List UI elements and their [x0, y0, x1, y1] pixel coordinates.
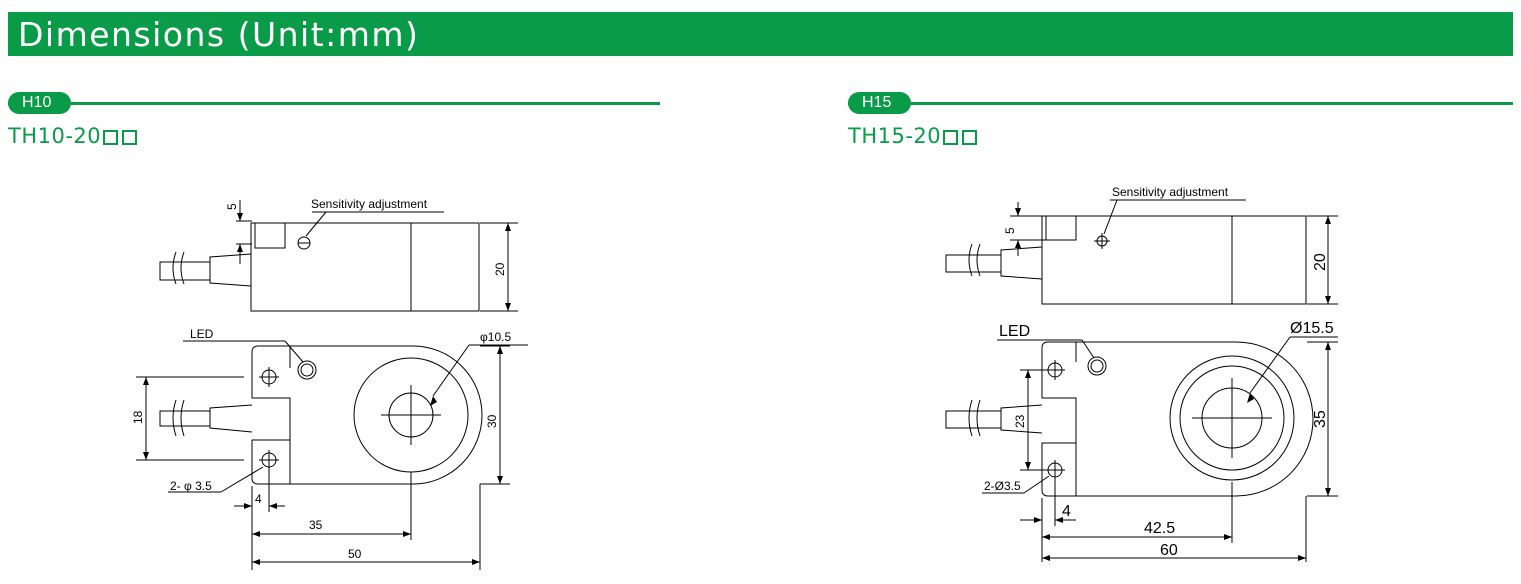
front-body	[251, 345, 483, 485]
leader	[284, 340, 304, 363]
hole-diameter-label: Ø15.5	[1290, 320, 1334, 337]
front-view-h10	[136, 340, 528, 570]
cable-break	[172, 251, 185, 285]
top-offset-label: 5	[225, 203, 239, 210]
side-view-h15	[945, 199, 1338, 305]
cable-break	[968, 243, 981, 277]
cable	[945, 254, 1001, 273]
section-rule	[848, 102, 1513, 105]
header-banner: Dimensions (Unit:mm)	[8, 12, 1513, 56]
cable-gland	[1000, 404, 1043, 434]
model-suffix-boxes	[943, 126, 981, 150]
leader	[1249, 336, 1291, 394]
offset-label: 4	[255, 492, 262, 506]
leader	[305, 211, 327, 237]
led-label: LED	[999, 323, 1030, 340]
model-label: TH10-20	[8, 124, 102, 148]
cable	[159, 261, 210, 281]
labels-h10: Sensitivity adjustment LED φ10.5 2- φ 3.…	[131, 197, 511, 561]
leader	[220, 466, 264, 493]
cable-break	[172, 399, 185, 437]
sensor-ring	[1169, 355, 1295, 481]
side-view-h10	[159, 200, 518, 312]
model-suffix-boxes	[103, 126, 141, 150]
side-height-label: 20	[493, 262, 507, 276]
cable	[945, 410, 1001, 429]
mount-hole-label: 2- φ 3.5	[170, 479, 212, 493]
section-tag-h10: H10	[8, 92, 72, 114]
hole-diameter-label: φ10.5	[480, 330, 511, 344]
page-title: Dimensions (Unit:mm)	[18, 15, 420, 54]
led-inner	[300, 363, 314, 377]
section-header-h10: H10	[8, 92, 660, 114]
box-icon	[103, 130, 119, 145]
sensor-ring-inner	[1179, 365, 1285, 471]
side-height-label: 20	[1312, 253, 1329, 271]
front-height-label: 35	[1312, 410, 1329, 428]
center-distance-label: 42.5	[1144, 520, 1175, 537]
section-tag-h15: H15	[848, 92, 912, 114]
front-height-label: 30	[485, 414, 499, 428]
box-icon	[943, 130, 959, 145]
front-body	[1041, 341, 1314, 497]
section-h15: H15 TH15-20	[848, 92, 1513, 148]
slot-width-label: 18	[131, 410, 145, 424]
sensitivity-label: Sensitivity adjustment	[311, 197, 428, 211]
labels-h15: Sensitivity adjustment LED Ø15.5 2-Ø3.5 …	[984, 185, 1334, 559]
leader	[1081, 339, 1095, 359]
led-icon	[1087, 356, 1107, 376]
leader	[1103, 199, 1118, 235]
section-header-h15: H15	[848, 92, 1513, 114]
section-rule	[8, 102, 660, 105]
cable-gland	[209, 404, 253, 433]
side-body	[250, 222, 480, 312]
offset-label: 4	[1062, 503, 1071, 520]
side-notch	[254, 223, 286, 249]
cable-break	[968, 399, 981, 437]
box-icon	[122, 130, 138, 145]
slot-width-label: 23	[1013, 414, 1027, 428]
led-icon	[297, 360, 317, 380]
model-name-h15: TH15-20	[848, 124, 981, 150]
sensitivity-label: Sensitivity adjustment	[1112, 185, 1229, 199]
led-inner	[1090, 359, 1104, 373]
box-icon	[962, 130, 978, 145]
arrowheads-h10	[143, 213, 511, 565]
cable-gland	[1000, 246, 1043, 280]
leader	[432, 344, 470, 397]
side-body	[1041, 215, 1307, 305]
led-label: LED	[190, 327, 214, 341]
length-label: 50	[348, 547, 362, 561]
cable	[159, 410, 210, 427]
top-offset-label: 5	[1003, 227, 1017, 234]
side-notch	[1045, 216, 1077, 241]
model-name-h10: TH10-20	[8, 124, 141, 150]
model-label: TH15-20	[848, 124, 942, 148]
mount-hole-label: 2-Ø3.5	[984, 479, 1021, 493]
arrowheads-h15	[1015, 208, 1331, 561]
section-h10: H10 TH10-20	[8, 92, 660, 148]
leader	[1023, 475, 1050, 494]
length-label: 60	[1160, 542, 1178, 559]
cable-gland	[209, 253, 252, 287]
front-view-h15	[945, 336, 1338, 562]
center-distance-label: 35	[309, 518, 323, 532]
